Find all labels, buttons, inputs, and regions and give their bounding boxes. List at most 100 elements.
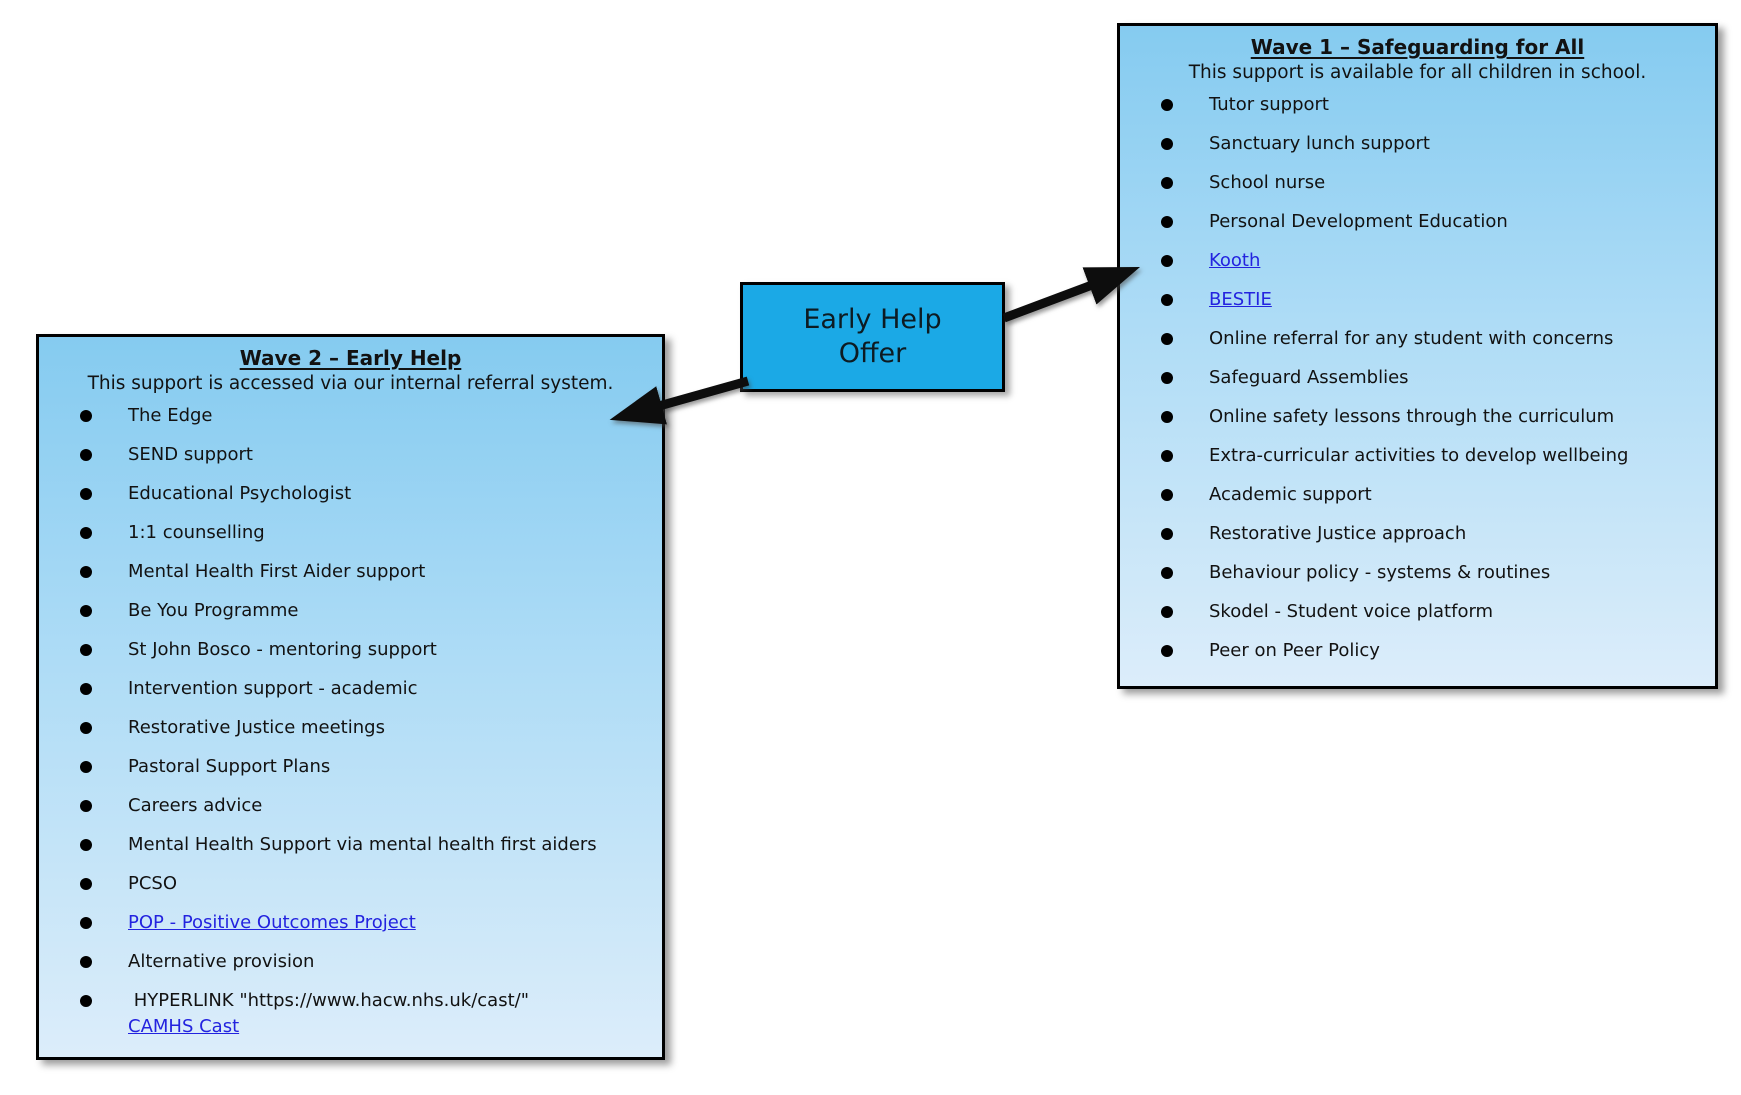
list-item: Alternative provision	[80, 949, 662, 975]
list-item: PCSO	[80, 871, 662, 897]
bullet-icon	[80, 410, 92, 422]
item-label: Online referral for any student with con…	[1209, 328, 1614, 349]
list-item: Intervention support - academic	[80, 676, 662, 702]
list-item-text: HYPERLINK "https://www.hacw.nhs.uk/cast/…	[128, 988, 529, 1040]
center-label-line1: Early Help	[803, 304, 942, 335]
list-item: Careers advice	[80, 793, 662, 819]
bullet-icon	[80, 449, 92, 461]
list-item: School nurse	[1161, 170, 1715, 196]
list-item-text: The Edge	[128, 403, 213, 429]
item-label: Mental Health Support via mental health …	[128, 834, 597, 855]
bullet-icon	[80, 722, 92, 734]
list-item: Peer on Peer Policy	[1161, 638, 1715, 664]
item-label: Careers advice	[128, 795, 263, 816]
item-label: Extra-curricular activities to develop w…	[1209, 445, 1629, 466]
list-item: BESTIE	[1161, 287, 1715, 313]
early-help-offer-box: Early Help Offer	[740, 282, 1005, 392]
item-label: Peer on Peer Policy	[1209, 640, 1380, 661]
link-pop-positive-outcomes-project[interactable]: POP - Positive Outcomes Project	[128, 912, 416, 933]
item-label: Skodel - Student voice platform	[1209, 601, 1494, 622]
wave2-title: Wave 2 – Early Help	[239, 346, 462, 370]
list-item: Pastoral Support Plans	[80, 754, 662, 780]
link-bestie[interactable]: BESTIE	[1209, 289, 1272, 310]
bullet-icon	[80, 683, 92, 695]
wave1-safeguarding-box: Wave 1 – Safeguarding for All This suppo…	[1117, 23, 1718, 689]
bullet-icon	[1161, 177, 1173, 189]
list-item-text: Mental Health Support via mental health …	[128, 832, 597, 858]
bullet-icon	[1161, 645, 1173, 657]
bullet-icon	[80, 917, 92, 929]
item-label: The Edge	[128, 405, 213, 426]
item-label: Behaviour policy - systems & routines	[1209, 562, 1551, 583]
bullet-icon	[80, 761, 92, 773]
link-kooth[interactable]: Kooth	[1209, 250, 1261, 271]
list-item: St John Bosco - mentoring support	[80, 637, 662, 663]
hyperlink-field-text: HYPERLINK "https://www.hacw.nhs.uk/cast/…	[128, 990, 529, 1011]
bullet-icon	[80, 800, 92, 812]
list-item-text: Mental Health First Aider support	[128, 559, 425, 585]
item-label: Intervention support - academic	[128, 678, 418, 699]
list-item-text: Behaviour policy - systems & routines	[1209, 560, 1550, 586]
bullet-icon	[1161, 411, 1173, 423]
bullet-icon	[1161, 294, 1173, 306]
list-item: Educational Psychologist	[80, 481, 662, 507]
center-label-line2: Offer	[838, 338, 907, 369]
bullet-icon	[1161, 138, 1173, 150]
wave1-title: Wave 1 – Safeguarding for All	[1250, 35, 1585, 59]
list-item-text: Restorative Justice approach	[1209, 521, 1466, 547]
item-label: Educational Psychologist	[128, 483, 352, 504]
item-label: Tutor support	[1209, 94, 1329, 115]
bullet-icon	[80, 995, 92, 1007]
list-item: Sanctuary lunch support	[1161, 131, 1715, 157]
list-item: Restorative Justice meetings	[80, 715, 662, 741]
list-item: Tutor support	[1161, 92, 1715, 118]
list-item-text: Online safety lessons through the curric…	[1209, 404, 1614, 430]
list-item-text: Academic support	[1209, 482, 1372, 508]
list-item: Be You Programme	[80, 598, 662, 624]
list-item: Mental Health First Aider support	[80, 559, 662, 585]
link-camhs-cast[interactable]: CAMHS Cast	[128, 1016, 240, 1037]
list-item-text: Safeguard Assemblies	[1209, 365, 1409, 391]
list-item-text: Personal Development Education	[1209, 209, 1508, 235]
item-label: Restorative Justice meetings	[128, 717, 385, 738]
arrow-to-wave2-icon	[609, 376, 750, 425]
item-label: Sanctuary lunch support	[1209, 133, 1430, 154]
list-item-text: Pastoral Support Plans	[128, 754, 330, 780]
item-label: Pastoral Support Plans	[128, 756, 331, 777]
list-item-text: Alternative provision	[128, 949, 314, 975]
wave1-subtitle: This support is available for all childr…	[1188, 62, 1647, 83]
list-item-text: POP - Positive Outcomes Project	[128, 910, 416, 936]
item-label: St John Bosco - mentoring support	[128, 639, 437, 660]
list-item-text: Online referral for any student with con…	[1209, 326, 1613, 352]
item-label: Personal Development Education	[1209, 211, 1508, 232]
list-item-text: Extra-curricular activities to develop w…	[1209, 443, 1628, 469]
bullet-icon	[80, 644, 92, 656]
item-label: Restorative Justice approach	[1209, 523, 1467, 544]
list-item-text: School nurse	[1209, 170, 1325, 196]
bullet-icon	[1161, 450, 1173, 462]
list-item: Restorative Justice approach	[1161, 521, 1715, 547]
item-label: Academic support	[1209, 484, 1372, 505]
bullet-icon	[1161, 489, 1173, 501]
list-item: The Edge	[80, 403, 662, 429]
list-item-text: PCSO	[128, 871, 177, 897]
list-item: HYPERLINK "https://www.hacw.nhs.uk/cast/…	[80, 988, 662, 1040]
bullet-icon	[80, 956, 92, 968]
item-label: Alternative provision	[128, 951, 315, 972]
list-item-text: BESTIE	[1209, 287, 1272, 313]
list-item-text: Tutor support	[1209, 92, 1329, 118]
bullet-icon	[80, 839, 92, 851]
item-label: Safeguard Assemblies	[1209, 367, 1409, 388]
list-item: Personal Development Education	[1161, 209, 1715, 235]
list-item: SEND support	[80, 442, 662, 468]
bullet-icon	[80, 527, 92, 539]
list-item-text: Be You Programme	[128, 598, 298, 624]
list-item-text: 1:1 counselling	[128, 520, 265, 546]
item-label: PCSO	[128, 873, 178, 894]
item-label: Online safety lessons through the curric…	[1209, 406, 1615, 427]
wave2-subtitle: This support is accessed via our interna…	[87, 373, 614, 394]
bullet-icon	[1161, 99, 1173, 111]
bullet-icon	[1161, 528, 1173, 540]
